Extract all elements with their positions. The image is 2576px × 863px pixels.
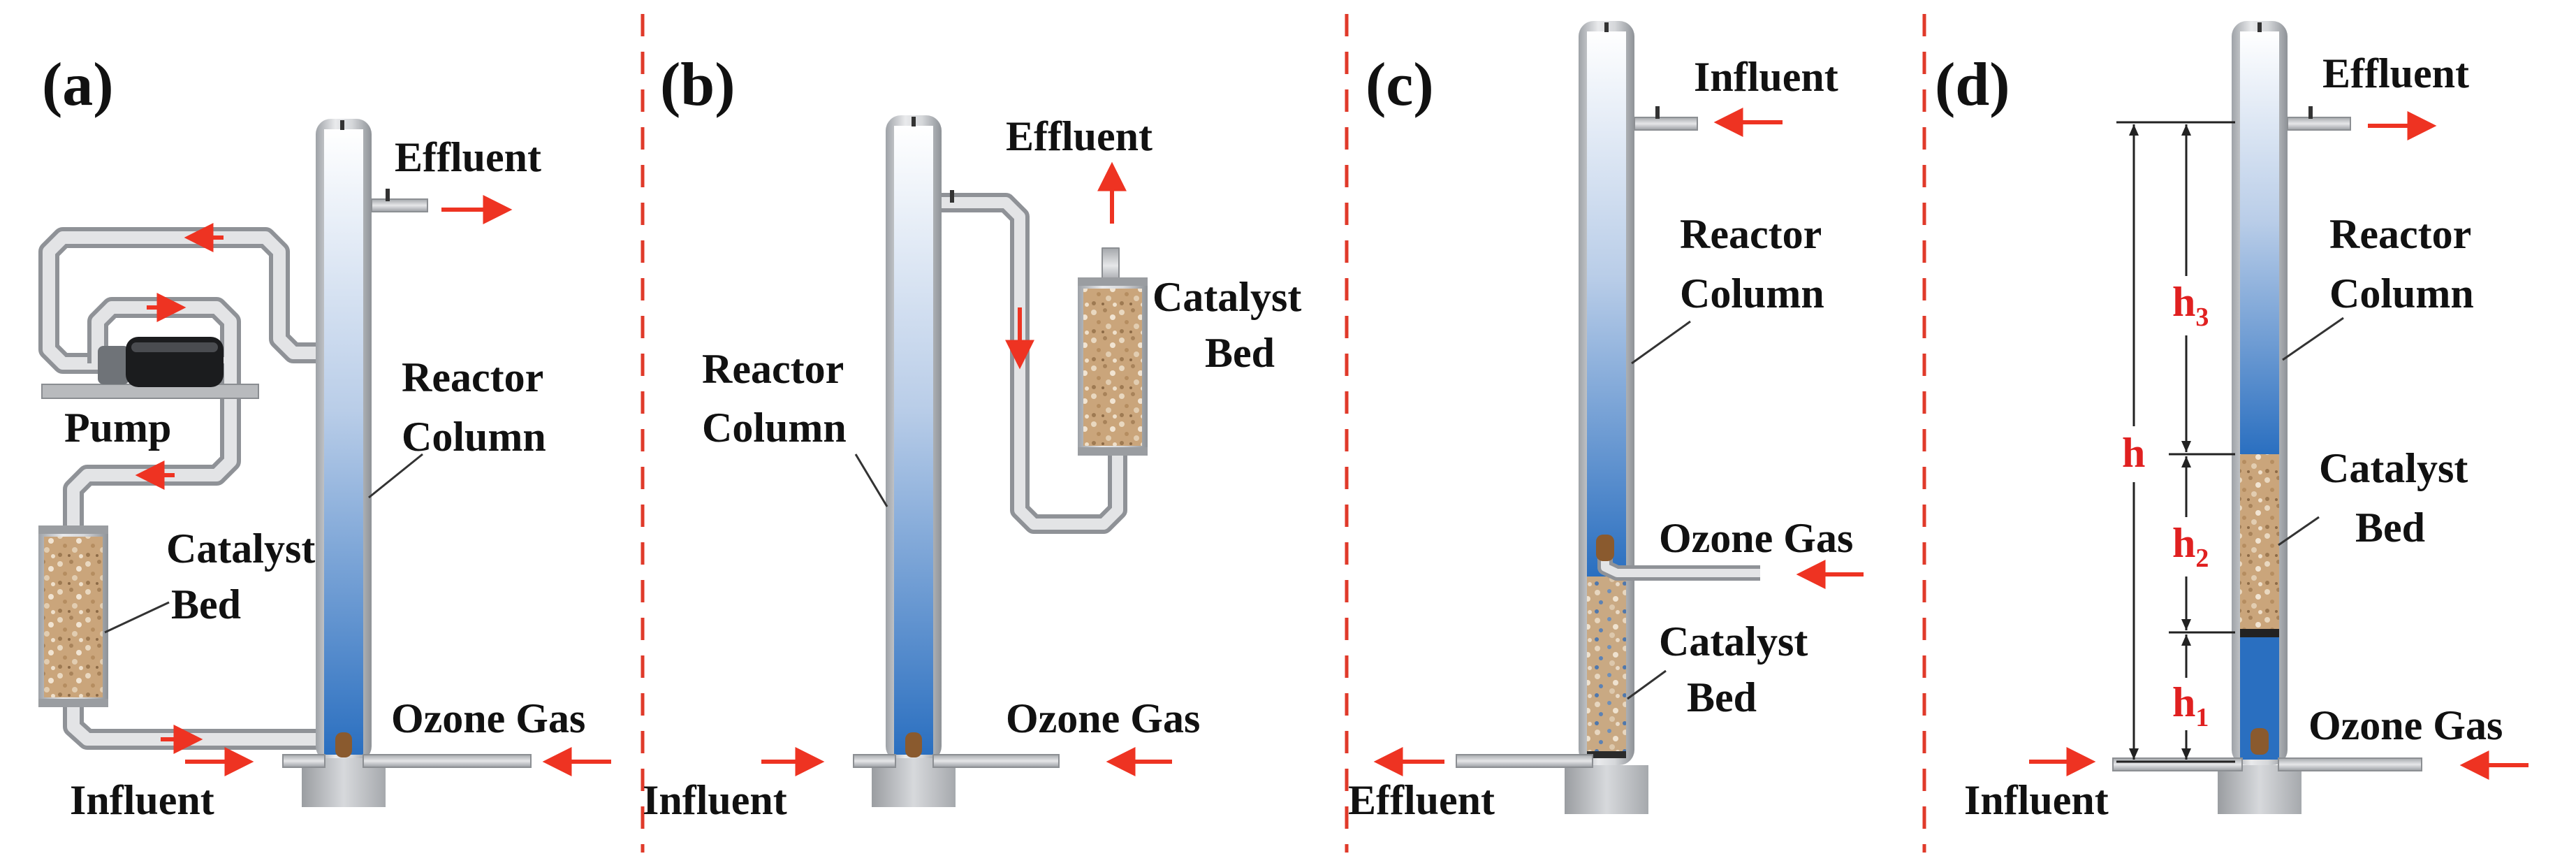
panel-dividers <box>641 14 1926 853</box>
panel-b: (b) Catalyst Bed Effluent Reactor Column <box>643 51 1301 823</box>
dim-h1-subscript: 1 <box>2195 703 2209 732</box>
panel-b-catalyst-bed <box>1078 277 1148 456</box>
panel-a-influent-label: Influent <box>70 777 214 823</box>
panel-c-reactor-label-2: Column <box>1680 270 1824 317</box>
panel-a-catalyst-leader <box>104 601 170 634</box>
panel-c: (c) Influent Reactor Column Ozone Gas Ca… <box>1348 21 1864 823</box>
panel-c-influent-pipe <box>1634 106 1698 131</box>
panel-c-catalyst-leader <box>1627 669 1667 700</box>
panel-b-reactor-column <box>872 115 956 807</box>
panel-a-flow-arrows <box>135 195 611 776</box>
panel-d-catalyst-leader <box>2278 516 2320 546</box>
panel-d-dimension-lines <box>2116 121 2235 763</box>
panel-d: (d) Effluent Reactor Column Catalyst Bed <box>1935 21 2529 823</box>
pump <box>41 337 259 399</box>
panel-d-catalyst-label-2: Bed <box>2355 505 2425 551</box>
dim-h3-label: h3 <box>2172 279 2209 332</box>
panel-a: (a) Pump Catalyst Bed <box>38 51 611 823</box>
panel-d-ozone-label: Ozone Gas <box>2308 702 2503 748</box>
panel-d-reactor-column <box>2218 21 2301 814</box>
panel-d-effluent-pipe <box>2287 106 2351 131</box>
panel-a-reactor-column <box>302 119 386 807</box>
dim-h-label: h <box>2122 430 2145 476</box>
panel-c-ozone-label: Ozone Gas <box>1659 515 1853 561</box>
panel-d-catalyst-label-1: Catalyst <box>2319 445 2468 491</box>
dim-h1-label: h1 <box>2172 679 2209 732</box>
panel-b-bottom-pipes <box>853 754 1060 768</box>
panel-c-influent-label: Influent <box>1694 54 1838 100</box>
panel-b-flow-arrows <box>761 161 1172 776</box>
panel-b-influent-label: Influent <box>643 777 787 823</box>
panel-d-flow-arrows <box>2029 111 2529 780</box>
panel-d-reactor-label-1: Reactor <box>2329 211 2471 257</box>
panel-c-reactor-column <box>1565 21 1648 814</box>
panel-a-catalyst-label-2: Bed <box>171 581 241 628</box>
panel-b-label: (b) <box>660 51 736 119</box>
panel-d-reactor-leader <box>2282 317 2344 361</box>
panel-c-reactor-label-1: Reactor <box>1680 211 1822 257</box>
dim-h2-subscript: 2 <box>2195 544 2209 573</box>
panel-b-ozone-label: Ozone Gas <box>1006 695 1200 741</box>
panel-d-label: (d) <box>1935 51 2010 119</box>
panel-c-catalyst-label-1: Catalyst <box>1659 618 1808 665</box>
panel-a-bottom-pipes <box>282 754 532 768</box>
panel-b-catalyst-label-1: Catalyst <box>1152 274 1301 320</box>
panel-d-dimension-ticks <box>2129 124 2191 760</box>
pump-label: Pump <box>64 405 171 451</box>
panel-d-influent-label: Influent <box>1964 777 2109 823</box>
panel-a-label: (a) <box>42 51 114 119</box>
panel-b-outlet-pipe <box>942 190 1127 534</box>
panel-a-reactor-label-2: Column <box>402 414 546 460</box>
panel-a-reactor-leader <box>368 453 423 499</box>
panel-c-flow-arrows <box>1373 108 1864 776</box>
panel-b-reactor-leader <box>854 454 888 507</box>
panel-b-reactor-label-1: Reactor <box>702 346 844 392</box>
panel-a-effluent-label: Effluent <box>395 134 541 180</box>
panel-a-ozone-label: Ozone Gas <box>391 695 585 741</box>
panel-c-catalyst-label-2: Bed <box>1687 674 1757 720</box>
panel-d-reactor-label-2: Column <box>2329 270 2474 317</box>
panel-a-catalyst-bed <box>38 525 108 707</box>
panel-c-effluent-label: Effluent <box>1348 777 1495 823</box>
panel-c-label: (c) <box>1366 51 1434 119</box>
panel-a-catalyst-label-1: Catalyst <box>166 525 315 572</box>
panel-b-reactor-label-2: Column <box>702 405 847 451</box>
dim-h3-subscript: 3 <box>2195 303 2209 332</box>
panel-a-effluent-pipe <box>371 189 428 212</box>
panel-a-reactor-label-1: Reactor <box>402 354 543 400</box>
panel-b-catalyst-label-2: Bed <box>1205 330 1275 376</box>
panel-c-ozone-pipe <box>1596 535 1760 581</box>
dim-h2-label: h2 <box>2172 520 2209 573</box>
panel-d-effluent-label: Effluent <box>2322 50 2469 96</box>
panel-b-effluent-label: Effluent <box>1006 113 1152 159</box>
panel-c-effluent-pipe <box>1456 754 1593 768</box>
panel-c-reactor-leader <box>1631 320 1691 365</box>
